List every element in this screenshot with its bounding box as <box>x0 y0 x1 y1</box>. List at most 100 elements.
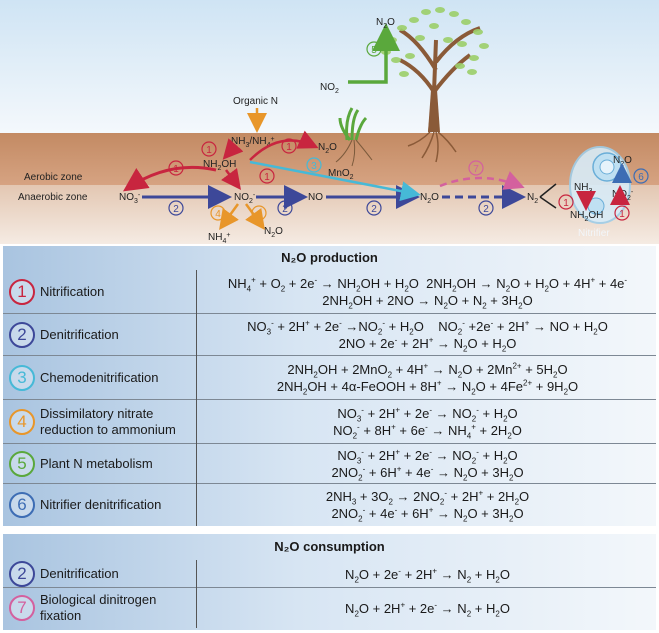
n2o-consumption-panel: N₂O consumption 2 Denitrification N2O + … <box>3 534 656 630</box>
svg-text:1: 1 <box>619 209 625 220</box>
process-equations: N2O + 2H+ + 2e- → N2 + H2O <box>199 600 656 619</box>
nh3-to-nh2oh-arrow <box>222 138 244 160</box>
equation: 2NH2OH + 2MnO2 + 4H+ → N2O + 2Mn2+ + 5H2… <box>287 361 568 380</box>
n2o-top-label: N2O <box>318 142 337 155</box>
column-divider <box>196 356 197 400</box>
svg-text:2: 2 <box>483 204 489 215</box>
n2-fixation-arrow <box>439 171 525 190</box>
nh2oh-cell-label: NH2OH <box>570 210 603 223</box>
svg-text:1: 1 <box>286 142 292 153</box>
marker-6: 6 <box>633 168 649 184</box>
production-title: N₂O production <box>281 250 378 265</box>
consumption-row-biological-dinitrogen-fixation: 7 Biological dinitrogen fixation N2O + 2… <box>3 588 656 628</box>
process-number-badge: 5 <box>9 451 35 477</box>
svg-text:1: 1 <box>264 172 270 183</box>
consumption-row-denitrification: 2 Denitrification N2O + 2e- + 2H+ → N2 +… <box>3 560 656 588</box>
process-name: Dissimilatory nitrate reduction to ammon… <box>40 406 176 437</box>
equation: 2NH3 + 3O2 → 2NO2- + 2H+ + 2H2O <box>325 488 530 507</box>
svg-text:2: 2 <box>371 204 377 215</box>
svg-text:2: 2 <box>282 204 288 215</box>
equation: N2O + 2H+ + 2e- → N2 + H2O <box>345 600 510 619</box>
sky <box>0 0 659 133</box>
marker-2a: 2 <box>168 200 184 216</box>
nh2oh-to-no2-arrow <box>221 168 241 190</box>
marker-1e: 1 <box>558 194 574 210</box>
column-divider <box>196 484 197 526</box>
marker-2b: 2 <box>277 200 293 216</box>
marker-1f: 1 <box>614 205 630 221</box>
equation: NH4+ + O2 + 2e- → NH2OH + H2O 2NH2OH → N… <box>227 275 628 294</box>
nitrifier-label: Nitrifier <box>578 228 610 239</box>
process-name: Biological dinitrogen fixation <box>40 592 157 623</box>
column-divider <box>196 400 197 444</box>
process-equations: 2NH2OH + 2MnO2 + 4H+ → N2O + 2Mn2+ + 5H2… <box>199 361 656 397</box>
process-name: Plant N metabolism <box>40 456 153 471</box>
process-name: Nitrifier denitrification <box>40 497 162 512</box>
nh2oh-to-no3-arrow <box>123 165 217 192</box>
plant-no2-label: NO2 <box>320 82 339 95</box>
svg-text:7: 7 <box>473 164 479 175</box>
svg-text:5: 5 <box>371 45 377 56</box>
column-divider <box>196 270 197 314</box>
anaerobic-soil <box>0 185 659 244</box>
production-row-chemodenitrification: 3 Chemodenitrification 2NH2OH + 2MnO2 + … <box>3 356 656 400</box>
equation: 2NH2OH + 4α-FeOOH + 8H+ → N2O + 4Fe2+ + … <box>276 378 579 397</box>
equation: N2O + 2e- + 2H+ → N2 + H2O <box>345 566 510 585</box>
column-divider <box>196 560 197 588</box>
equation: 2NO2- + 6H+ + 4e- → N2O + 3H2O <box>331 464 524 483</box>
process-number-badge: 3 <box>9 365 35 391</box>
marker-1c: 1 <box>281 138 297 154</box>
production-row-dnra: 4 Dissimilatory nitrate reduction to amm… <box>3 400 656 444</box>
marker-2c: 2 <box>366 200 382 216</box>
chemodenitrification-arrow <box>249 160 421 201</box>
process-equations: 2NH3 + 3O2 → 2NO2- + 2H+ + 2H2O 2NO2- + … <box>199 488 656 523</box>
process-equations: N2O + 2e- + 2H+ → N2 + H2O <box>199 566 656 585</box>
process-equations: NO3- + 2H+ + 2e- → NO2- + H2O NO2- + 8H+… <box>199 405 656 441</box>
organic-n-label: Organic N <box>233 96 278 107</box>
equation: NO2- + 8H+ + 6e- → NH4+ + 2H2O <box>333 422 522 441</box>
process-name: Nitrification <box>40 284 105 299</box>
marker-5: 5 <box>366 41 382 57</box>
svg-text:1: 1 <box>563 198 569 209</box>
production-row-nitrifier-denitrification: 6 Nitrifier denitrification 2NH3 + 3O2 →… <box>3 484 656 526</box>
process-equations: NO3- + 2H+ + 2e- → NO2- + H2O 2NO2- + 6H… <box>199 447 656 483</box>
n2-label: N2 <box>527 192 538 205</box>
svg-text:4: 4 <box>256 209 262 220</box>
equation: NO3- + 2H+ + 2e- →NO2- + H2O NO2- +2e- +… <box>247 318 608 337</box>
n2o-production-panel: N₂O production 1 Nitrification NH4+ + O2… <box>3 246 656 526</box>
plant-n2o-arrow <box>348 23 400 84</box>
production-row-plant-n-metabolism: 5 Plant N metabolism NO3- + 2H+ + 2e- → … <box>3 444 656 484</box>
process-number-badge: 7 <box>9 595 35 621</box>
process-number-badge: 1 <box>9 279 35 305</box>
svg-text:2: 2 <box>173 204 179 215</box>
process-number-badge: 4 <box>9 409 35 435</box>
marker-1b: 1 <box>201 141 217 157</box>
nh2oh-to-n2o-arrow <box>249 130 319 161</box>
process-equations: NH4+ + O2 + 2e- → NH2OH + H2O 2NH2OH → N… <box>199 275 656 311</box>
equation: NO3- + 2H+ + 2e- → NO2- + H2O <box>337 405 518 424</box>
marker-4b: 4 <box>251 205 267 221</box>
anaerobic-zone-label: Anaerobic zone <box>18 192 88 203</box>
production-row-denitrification: 2 Denitrification NO3- + 2H+ + 2e- →NO2-… <box>3 314 656 356</box>
column-divider <box>196 314 197 356</box>
marker-1d: 1 <box>259 168 275 184</box>
process-number-badge: 6 <box>9 492 35 518</box>
equation: 2NO + 2e- + 2H+ → N2O + H2O <box>338 335 517 354</box>
production-row-nitrification: 1 Nitrification NH4+ + O2 + 2e- → NH2OH … <box>3 270 656 314</box>
plant-n2o-label: N2O <box>376 17 395 30</box>
equation: NO3- + 2H+ + 2e- → NO2- + H2O <box>337 447 518 466</box>
process-name: Chemodenitrification <box>40 370 159 385</box>
svg-text:6: 6 <box>638 172 644 183</box>
scene-number-markers: 1 1 1 1 2 2 2 2 3 4 4 5 6 7 1 1 <box>168 41 649 221</box>
svg-text:4: 4 <box>215 209 221 220</box>
column-divider <box>196 588 197 628</box>
equation: 2NH2OH + 2NO → N2O + N2 + 3H2O <box>322 293 533 311</box>
consumption-title: N₂O consumption <box>274 539 385 554</box>
column-divider <box>196 444 197 484</box>
process-name: Denitrification <box>40 327 119 342</box>
n2o-dnra-label: N2O <box>264 226 283 239</box>
no2-to-n2o-dnra-arrow <box>244 203 265 231</box>
process-number-badge: 2 <box>9 561 35 587</box>
aerobic-zone-label: Aerobic zone <box>24 172 83 183</box>
nitrogen-cycle-illustration: N2O NO2 Aerobic zone Anaerobic zone Orga… <box>0 0 659 244</box>
